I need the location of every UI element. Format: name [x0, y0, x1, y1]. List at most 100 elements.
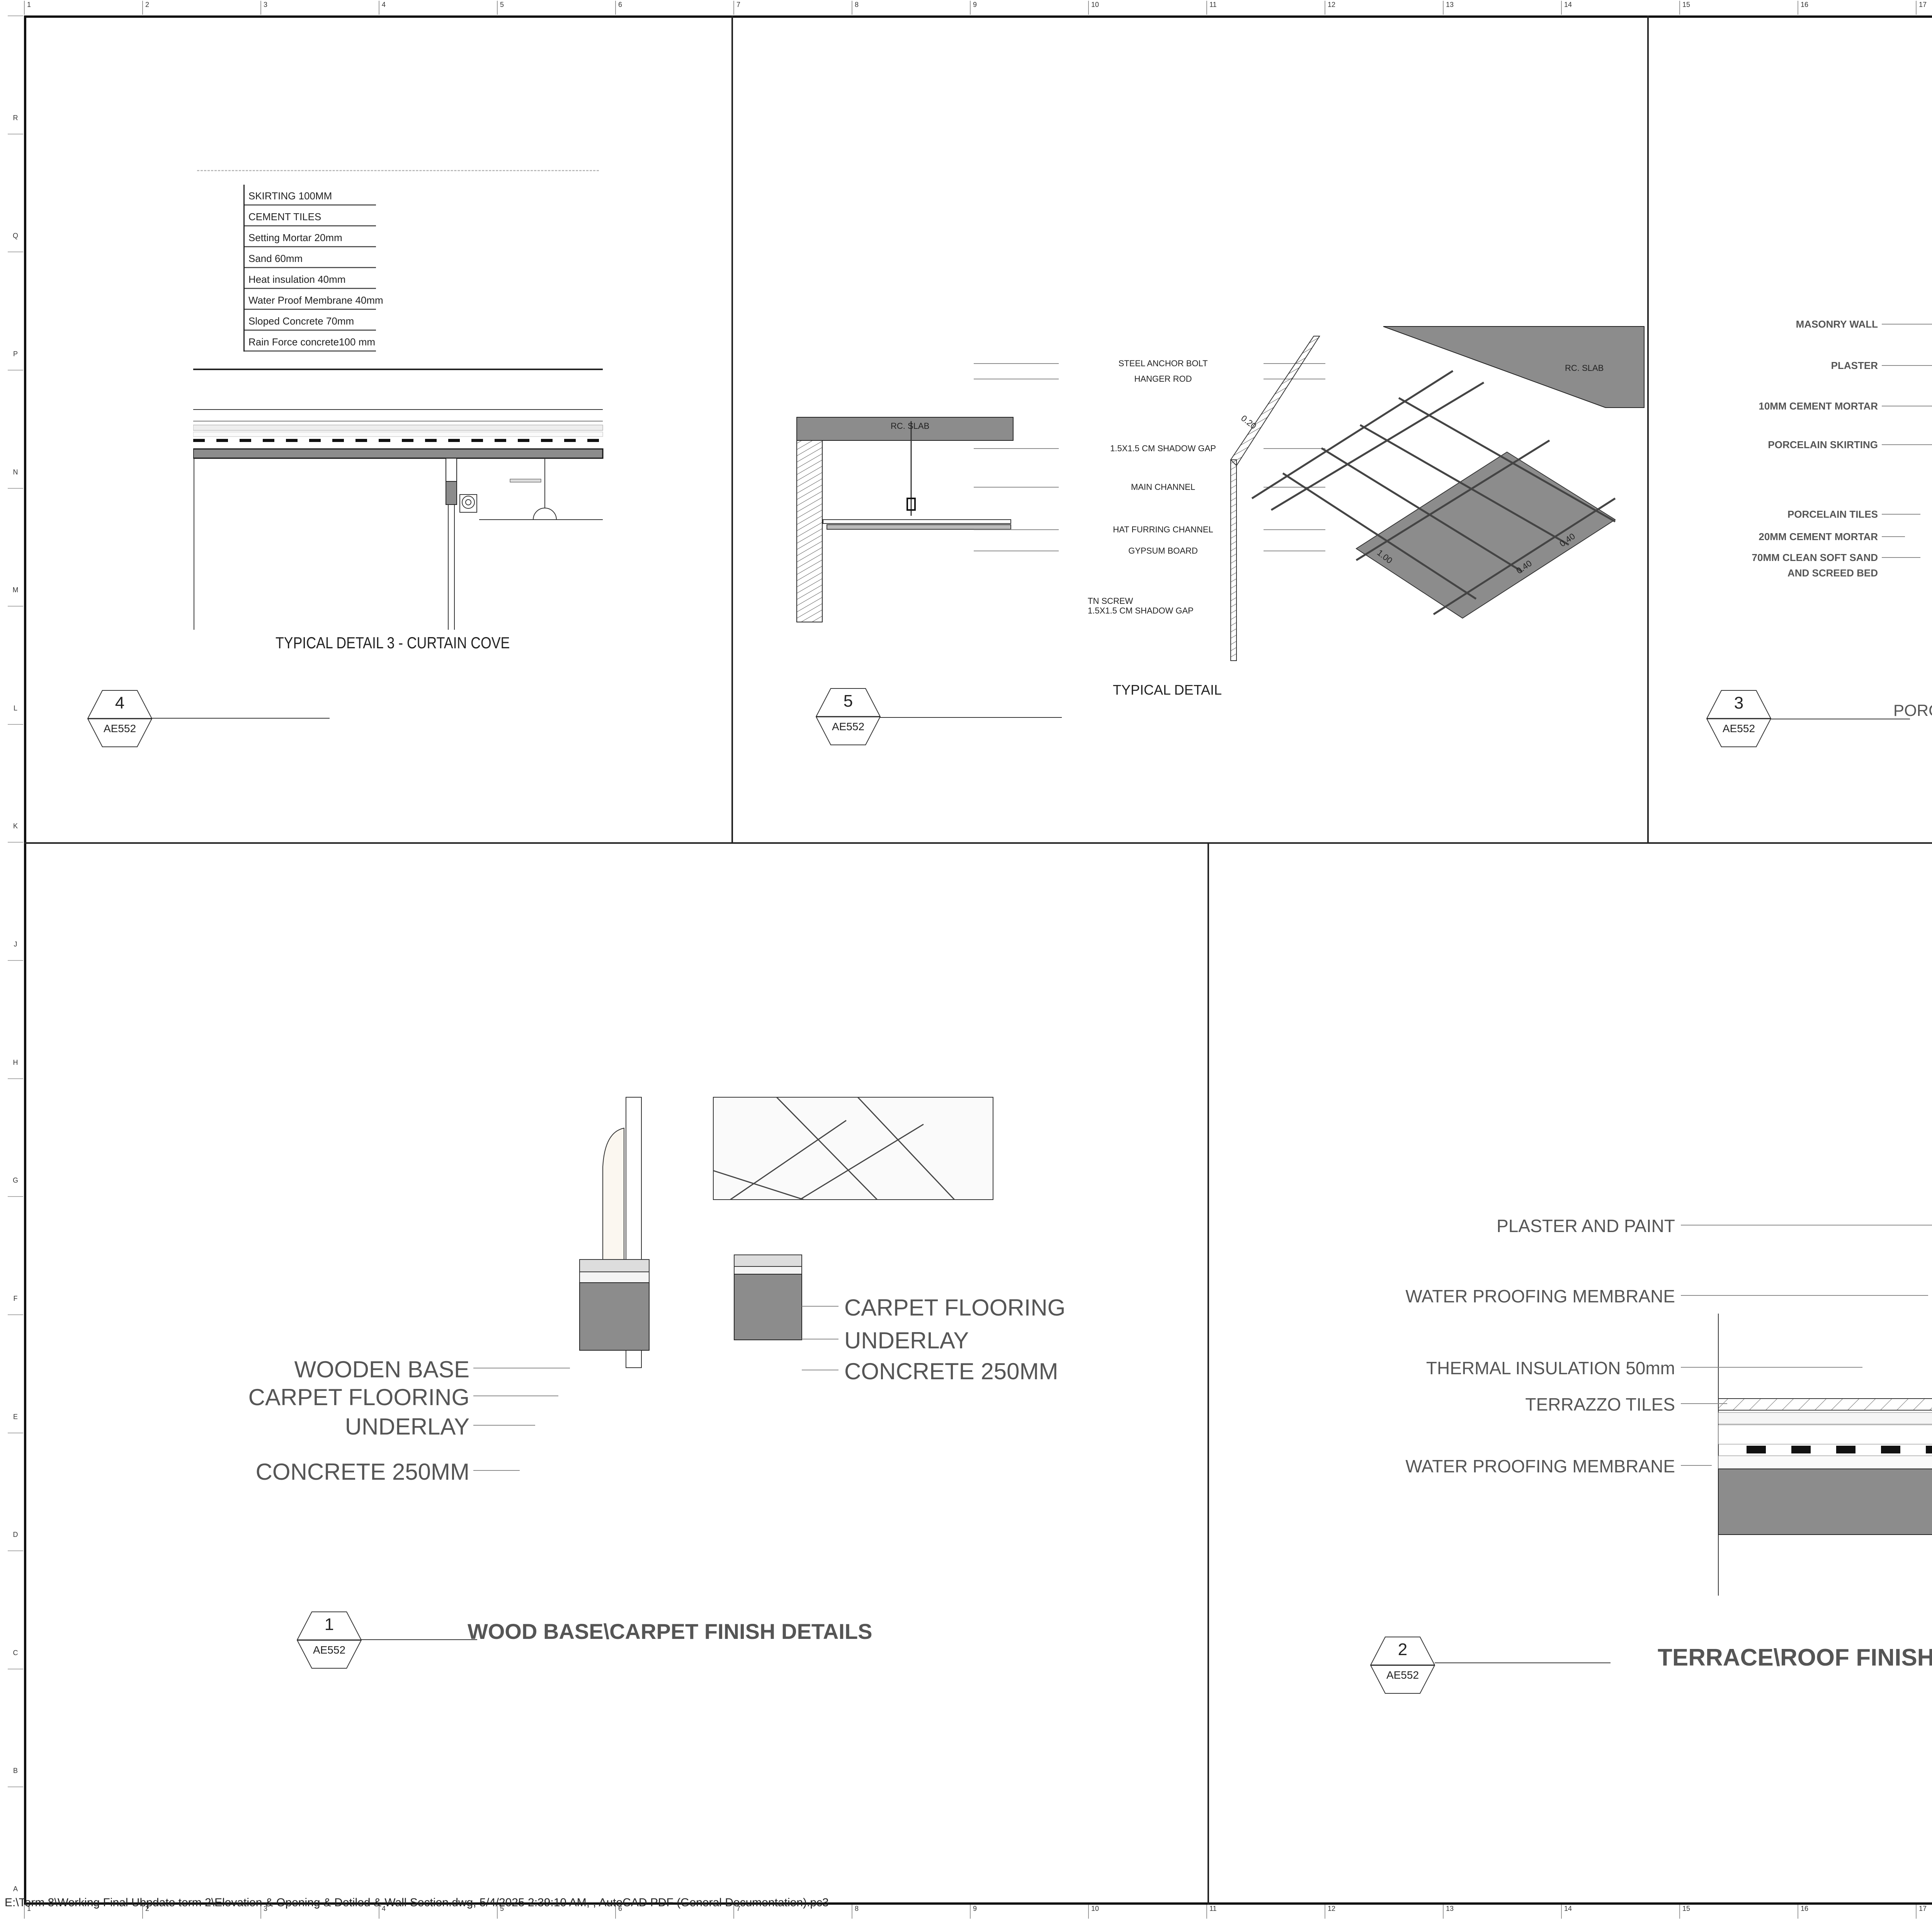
column-marker: 16 [1798, 1905, 1916, 1919]
porcelain-callout-label: 70MM CLEAN SOFT SAND [1752, 552, 1878, 563]
terrace-callout-label: THERMAL INSULATION 50mm [1426, 1358, 1675, 1378]
ceiling-callout-label: STEEL ANCHOR BOLT [1118, 359, 1208, 368]
layer-label: Heat insulation 40mm [245, 268, 376, 289]
porcelain-callout-leader [1882, 365, 1932, 366]
column-marker: 4 [379, 1, 497, 15]
column-ruler-top: 1234567891011121314151617181920 [24, 1, 1932, 15]
ceiling-isometric-drawing [1230, 326, 1645, 661]
porcelain-callout-label: PLASTER [1831, 360, 1878, 371]
wood-callout-leader [473, 1395, 558, 1396]
detail-5-title: TYPICAL DETAIL [1113, 682, 1222, 698]
column-marker: 3 [260, 1, 379, 15]
detail-2-tag-line [1435, 1662, 1611, 1663]
detail-1-tag-line [361, 1639, 477, 1640]
detail-1-sheet-ref: AE552 [313, 1644, 346, 1656]
column-marker: 7 [733, 1905, 852, 1919]
column-marker: 9 [970, 1, 1088, 15]
detail-4-tag: 4 AE552 [87, 690, 153, 748]
column-marker: 13 [1443, 1905, 1561, 1919]
panel-divider-v3 [1208, 843, 1209, 1905]
curtain-cove-section-drawing [193, 369, 604, 630]
panel-divider-horizontal [24, 842, 1932, 844]
terrace-callout-label: TERRAZZO TILES [1525, 1394, 1675, 1414]
dashed-reference-line [197, 170, 599, 171]
detail-1-tag: 1 AE552 [296, 1611, 362, 1669]
detail-2-number: 2 [1398, 1640, 1408, 1659]
carpet-callout-leader [802, 1306, 838, 1307]
porcelain-callout-label: 20MM CEMENT MORTAR [1759, 531, 1878, 542]
file-path-footer: E:\Term 8\Working Final Ubpdate term 2\E… [5, 1896, 829, 1909]
row-marker: B [8, 1668, 23, 1787]
wood-callout-leader [473, 1470, 520, 1471]
column-marker: 5 [497, 1, 615, 15]
detail-1-title: WOOD BASE\CARPET FINISH DETAILS [468, 1619, 872, 1644]
layer-label: Rain Force concrete100 mm [245, 331, 376, 352]
row-marker: R [8, 15, 23, 134]
column-marker: 8 [852, 1, 970, 15]
column-marker: 1 [24, 1905, 142, 1919]
wood-carpet-drawing [579, 1096, 993, 1368]
column-marker: 1 [24, 1, 142, 15]
detail-2-title: TERRACE\ROOF FINISH DETAILS [1658, 1644, 1932, 1671]
terrace-callout-leader [1681, 1403, 1727, 1404]
column-marker: 5 [497, 1905, 615, 1919]
porcelain-callout-label: AND SCREED BED [1787, 567, 1878, 579]
wood-callout-label: WOODEN BASE [294, 1356, 469, 1382]
row-marker: P [8, 252, 23, 370]
column-marker: 17 [1916, 1, 1932, 15]
detail-5-sheet-ref: AE552 [832, 721, 865, 733]
column-marker: 12 [1325, 1905, 1443, 1919]
detail-3-number: 3 [1734, 693, 1744, 712]
column-marker: 13 [1443, 1, 1561, 15]
carpet-callout-label: CONCRETE 250MM [844, 1358, 1058, 1384]
row-marker: E [8, 1314, 23, 1433]
iso-rc-slab-label: RC. SLAB [1565, 363, 1604, 373]
layer-label: Setting Mortar 20mm [245, 226, 376, 247]
row-marker: L [8, 606, 23, 724]
column-marker: 4 [379, 1905, 497, 1919]
column-marker: 14 [1561, 1, 1679, 15]
ceiling-callout-leader-right [1264, 363, 1325, 364]
ceiling-callout-leader [974, 529, 1059, 530]
panel-divider-v2 [1647, 15, 1649, 843]
terrace-callout-leader [1681, 1465, 1712, 1466]
column-marker: 6 [615, 1, 733, 15]
layer-label: SKIRTING 100MM [245, 185, 376, 206]
column-marker: 16 [1798, 1, 1916, 15]
terrace-callout-leader [1681, 1225, 1932, 1226]
ceiling-callout-leader [974, 363, 1059, 364]
column-marker: 2 [142, 1905, 260, 1919]
ceiling-section-drawing [796, 417, 1014, 622]
column-marker: 3 [260, 1905, 379, 1919]
porcelain-callout-leader [1882, 557, 1920, 558]
layer-label: CEMENT TILES [245, 206, 376, 226]
column-marker: 2 [142, 1, 260, 15]
terrace-callout-leader [1681, 1367, 1862, 1368]
carpet-callout-label: CARPET FLOORING [844, 1295, 1066, 1321]
ceiling-callout-label: 1.5X1.5 CM SHADOW GAP [1110, 444, 1216, 453]
layer-label: Water Proof Membrane 40mm [245, 289, 383, 310]
porcelain-callout-leader [1882, 324, 1932, 325]
porcelain-callout-leader [1882, 444, 1932, 445]
detail-1-number: 1 [324, 1615, 334, 1634]
detail-5-tag-line [880, 717, 1062, 718]
porcelain-callout-label: MASONRY WALL [1796, 318, 1878, 330]
carpet-callout-label: UNDERLAY [844, 1327, 969, 1353]
detail-2-sheet-ref: AE552 [1386, 1669, 1419, 1681]
column-marker: 7 [733, 1, 852, 15]
detail-4-tag-line [152, 718, 330, 719]
column-marker: 15 [1679, 1905, 1798, 1919]
column-marker: 12 [1325, 1, 1443, 15]
detail-5-tag: 5 AE552 [815, 688, 881, 746]
detail-5-number: 5 [843, 692, 853, 710]
row-marker: F [8, 1196, 23, 1314]
porcelain-callout-leader [1882, 536, 1905, 537]
ceiling-callout-leader [974, 448, 1059, 449]
detail-4-number: 4 [115, 693, 125, 712]
row-marker: G [8, 1078, 23, 1197]
column-ruler-bottom: 1234567891011121314151617181920 [24, 1905, 1932, 1919]
detail-3-tag: 3 AE552 [1706, 690, 1772, 748]
terrace-callout-label: WATER PROOFING MEMBRANE [1405, 1456, 1675, 1476]
